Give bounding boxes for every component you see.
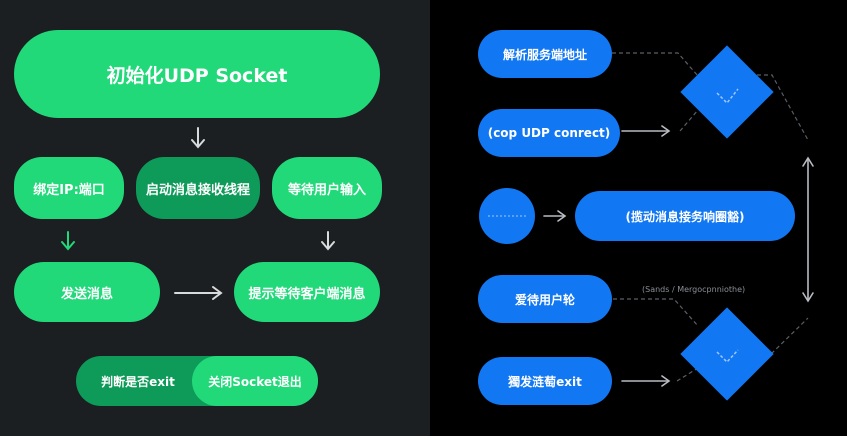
wait-user-input-node: 等待用户输入 <box>272 157 382 219</box>
bind-ip-port-node: 绑定IP:端口 <box>14 157 124 219</box>
connector-send-to-diamond <box>676 367 699 382</box>
start-recv-node: (揽动消息接务响圈豁) <box>575 191 795 241</box>
close-socket-exit-label: 关闭Socket退出 <box>208 374 302 389</box>
wait-user-label: 爱待用户轮 <box>514 292 575 307</box>
connector-annotation: (Sands / Mergocpnniothe) <box>642 285 746 294</box>
arrow-init-to-thread-head <box>191 139 205 149</box>
right-flow-connectors <box>479 45 814 401</box>
init-socket-node: 初始化UDP Socket <box>14 30 380 118</box>
parse-server-address-label: 解析服务端地址 <box>502 47 587 62</box>
left-flow-panel: 初始化UDP Socket 绑定IP:端口 启动消息接收线程 等待用户输入 发送… <box>0 0 430 436</box>
decision-diamond-top <box>680 45 774 139</box>
init-socket-label: 初始化UDP Socket <box>106 64 288 87</box>
connector-wait-to-diamond <box>613 298 699 327</box>
arrow-send-to-prompt-head <box>212 286 223 300</box>
diamond-top-check-icon <box>716 88 739 105</box>
bind-ip-port-label: 绑定IP:端口 <box>33 182 105 198</box>
connector-parse-to-diamond <box>612 52 699 77</box>
prompt-wait-client-node: 提示等待客户端消息 <box>234 262 380 322</box>
start-recv-label: (揽动消息接务响圈豁) <box>625 209 745 224</box>
parse-server-address-node: 解析服务端地址 <box>478 30 612 78</box>
close-socket-exit-segment: 关闭Socket退出 <box>192 356 318 406</box>
send-message-label: 发送消息 <box>60 286 113 302</box>
send-exit-label: 獨发涟萄exit <box>508 374 582 389</box>
send-message-node: 发送消息 <box>14 262 160 322</box>
start-circle-node <box>479 188 535 244</box>
start-recv-thread-label: 启动消息接收线程 <box>145 182 250 198</box>
right-flow-panel: 解析服务端地址 (cop UDP conrect) (揽动消息接务响圈豁) 爱待… <box>430 0 847 436</box>
arrow-wait-to-prompt-head <box>321 241 335 251</box>
right-rail-up-head <box>802 156 814 167</box>
left-flow-arrows <box>61 127 335 300</box>
prompt-wait-client-label: 提示等待客户端消息 <box>248 286 366 302</box>
send-exit-node: 獨发涟萄exit <box>478 357 612 405</box>
wait-user-node: 爱待用户轮 <box>478 275 612 323</box>
right-rail-down-head <box>802 292 814 303</box>
arrow-connect-out-head <box>661 125 671 137</box>
udp-connect-label: (cop UDP conrect) <box>487 126 611 140</box>
judge-exit-label: 判断是否exit <box>101 374 175 389</box>
arrow-circle-to-recv-head <box>557 210 567 222</box>
wait-user-input-label: 等待用户输入 <box>287 182 366 198</box>
start-recv-thread-node: 启动消息接收线程 <box>136 157 260 219</box>
exit-decision-node: 判断是否exit 关闭Socket退出 <box>76 356 318 406</box>
connector-connect-to-diamond <box>679 109 699 132</box>
judge-exit-segment: 判断是否exit <box>76 356 200 406</box>
arrow-bind-to-send-head <box>61 241 75 251</box>
udp-connect-node: (cop UDP conrect) <box>478 109 620 157</box>
decision-diamond-bottom <box>680 307 774 401</box>
arrow-send-out-head <box>661 375 671 387</box>
